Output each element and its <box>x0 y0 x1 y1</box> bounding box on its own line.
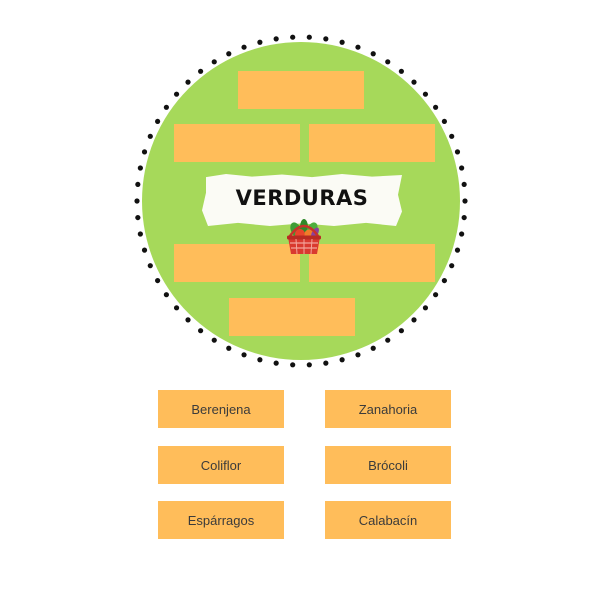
ring-dot <box>339 357 345 363</box>
ring-dot <box>147 133 153 139</box>
ring-dot <box>398 68 404 74</box>
word-card-4[interactable]: Brócoli <box>325 446 451 484</box>
ring-dot <box>398 328 404 334</box>
ring-dot <box>273 36 279 42</box>
ring-dot <box>163 292 169 298</box>
ring-dot <box>459 231 465 237</box>
ring-dot <box>198 328 204 334</box>
ring-dot <box>185 317 191 323</box>
drop-slot-1[interactable] <box>238 71 364 109</box>
ring-dot <box>290 362 296 368</box>
ring-dot <box>461 214 467 221</box>
ring-dot <box>155 118 161 125</box>
ring-dot <box>173 305 180 311</box>
ring-dot <box>385 337 391 343</box>
ring-dot <box>454 149 461 155</box>
ring-dot <box>211 337 217 343</box>
ring-dot <box>449 133 455 139</box>
ring-dot <box>411 79 417 85</box>
ring-dot <box>185 79 191 85</box>
ring-dot <box>137 165 143 171</box>
ring-dot <box>306 362 312 368</box>
word-card-1[interactable]: Berenjena <box>158 390 284 428</box>
word-card-6[interactable]: Calabacín <box>325 501 451 539</box>
ring-dot <box>461 181 467 188</box>
ring-dot <box>241 352 247 358</box>
word-card-5[interactable]: Espárragos <box>158 501 284 539</box>
word-card-label: Coliflor <box>200 457 242 473</box>
ring-dot <box>323 36 329 42</box>
ring-dot <box>462 198 468 204</box>
ring-dot <box>147 263 153 269</box>
ring-dot <box>306 34 312 40</box>
drop-slot-4[interactable] <box>174 244 300 282</box>
ring-dot <box>433 292 439 298</box>
drop-slot-5[interactable] <box>309 244 435 282</box>
drop-slot-2[interactable] <box>174 124 300 162</box>
ring-dot <box>449 263 455 269</box>
ring-dot <box>323 360 329 366</box>
word-card-label: Berenjena <box>191 401 251 417</box>
ring-dot <box>441 277 447 284</box>
ring-dot <box>141 247 148 253</box>
word-card-label: Zanahoria <box>358 401 418 417</box>
ring-dot <box>226 345 232 351</box>
ring-dot <box>422 91 429 97</box>
ring-dot <box>226 51 232 57</box>
ring-dot <box>441 118 447 125</box>
ring-dot <box>257 39 263 45</box>
ring-dot <box>137 231 143 237</box>
word-card-2[interactable]: Zanahoria <box>325 390 451 428</box>
vegetable-basket-icon <box>287 219 321 255</box>
ring-dot <box>355 44 361 50</box>
ring-dot <box>422 305 429 311</box>
title-paper-strip <box>202 174 402 226</box>
ring-dot <box>163 104 169 110</box>
ring-dot <box>198 68 204 74</box>
ring-dot <box>339 39 345 45</box>
ring-dot <box>257 357 263 363</box>
ring-dot <box>135 181 141 188</box>
drop-slot-3[interactable] <box>309 124 435 162</box>
ring-dot <box>355 352 361 358</box>
ring-dot <box>459 165 465 171</box>
ring-dot <box>155 277 161 284</box>
ring-dot <box>454 247 461 253</box>
word-card-label: Espárragos <box>187 512 255 528</box>
ring-dot <box>385 59 391 65</box>
ring-dot <box>134 198 140 204</box>
ring-dot <box>241 44 247 50</box>
page-title: VERDURAS <box>235 186 369 210</box>
ring-dot <box>411 317 417 323</box>
word-card-label: Calabacín <box>358 512 418 528</box>
word-card-label: Brócoli <box>368 457 408 473</box>
ring-dot <box>370 345 376 351</box>
ring-dot <box>273 360 279 366</box>
ring-dot <box>141 149 148 155</box>
word-card-3[interactable]: Coliflor <box>158 446 284 484</box>
ring-dot <box>370 51 376 57</box>
ring-dot <box>135 214 141 221</box>
ring-dot <box>173 91 180 97</box>
drop-slot-6[interactable] <box>229 298 355 336</box>
ring-dot <box>290 34 296 40</box>
ring-dot <box>433 104 439 110</box>
ring-dot <box>211 59 217 65</box>
